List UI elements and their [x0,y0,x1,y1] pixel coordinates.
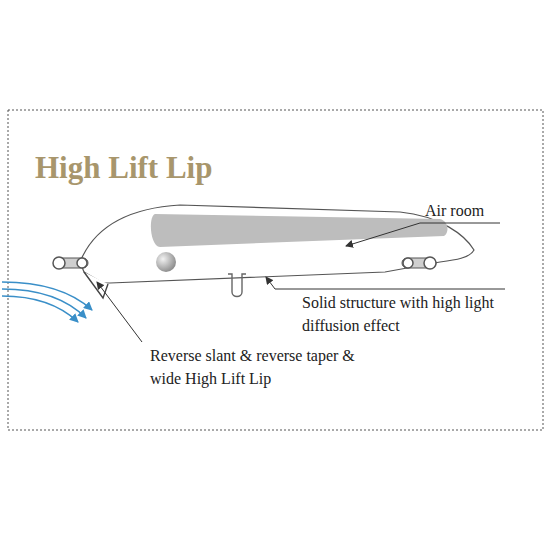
lure-body [80,205,474,283]
diagram-title: High Lift Lip [35,150,212,186]
line-eyelet [53,257,88,269]
water-flow [2,282,92,322]
part-label: Reverse slant & reverse taper & wide Hig… [150,344,385,390]
tail-eyelet [402,257,436,269]
dashed-frame [8,110,543,430]
weight-ball [156,252,176,272]
lure-lip [84,272,108,298]
part-label: Solid structure with high light diffusio… [302,291,512,337]
air-room [151,214,448,247]
part-label: Air room [425,199,535,222]
leader-lines [97,223,505,342]
hook-hanger [228,274,246,297]
